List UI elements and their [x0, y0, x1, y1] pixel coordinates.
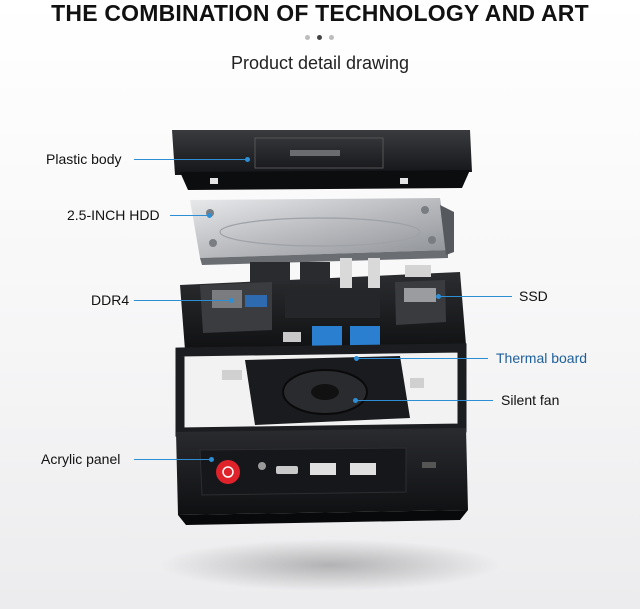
carousel-dot-active[interactable]	[317, 35, 322, 40]
callout-silent-fan: Silent fan	[501, 392, 560, 408]
callout-plastic-body: Plastic body	[46, 151, 122, 167]
callout-line-hdd	[170, 213, 212, 218]
callout-ssd: SSD	[519, 288, 548, 304]
callout-line-silent-fan	[353, 398, 493, 403]
callout-hdd: 2.5-INCH HDD	[67, 207, 160, 223]
callout-ddr4: DDR4	[91, 292, 130, 308]
callout-line-thermal-board	[354, 356, 488, 361]
callout-line-acrylic-panel	[134, 457, 214, 462]
callout-acrylic-panel: Acrylic panel	[41, 451, 121, 467]
motherboard-part	[180, 258, 466, 350]
callout-thermal-board: Thermal board	[496, 350, 588, 366]
page-title: THE COMBINATION OF TECHNOLOGY AND ART	[51, 0, 589, 26]
acrylic-panel-part	[199, 447, 436, 496]
hdd-part	[190, 198, 454, 265]
callout-line-ssd	[436, 294, 512, 299]
silent-fan-part	[245, 356, 410, 425]
case-bottom-part	[175, 343, 468, 525]
page-subtitle: Product detail drawing	[230, 53, 410, 73]
callout-line-ddr4	[134, 298, 234, 303]
plastic-body-part	[172, 130, 472, 190]
callout-line-plastic-body	[134, 157, 250, 162]
carousel-dot[interactable]	[329, 35, 334, 40]
carousel-dot[interactable]	[305, 35, 310, 40]
carousel-dots	[305, 35, 335, 41]
